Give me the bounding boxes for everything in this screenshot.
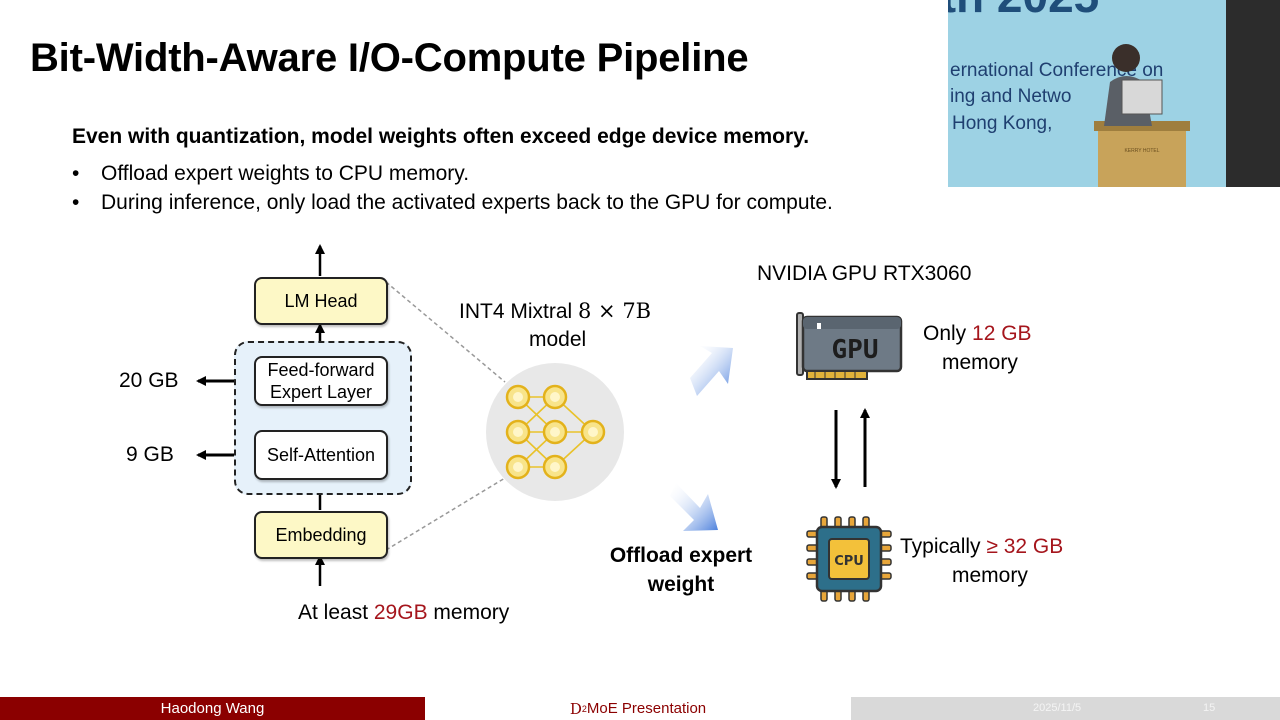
cpu-chip-label: CPU [834,554,864,569]
total-prefix: At least [298,601,374,624]
total-value: 29GB [373,601,428,624]
zoom-line [385,477,506,551]
attention-size-label: 9 GB [126,443,174,466]
offload-arrow [670,483,718,531]
embedding-block: Embedding [254,511,388,559]
bullet-item: • Offload expert weights to CPU memory. [72,162,469,186]
neural-network-icon [486,363,624,501]
offload-line2: weight [647,573,715,596]
ffn-label-line2: Expert Layer [269,382,373,402]
bullet-text: During inference, only load the activate… [101,191,833,214]
gpu-icon: GPU [796,312,903,380]
embedding-label: Embedding [275,525,367,545]
bullet-text: Offload expert weights to CPU memory. [101,162,470,185]
lm-head-label: LM Head [284,291,358,311]
footer-author: Haodong Wang [0,697,425,720]
footer-presentation-d: D [569,699,582,718]
gpu-memory-label: Only 12 GB [923,322,1032,346]
load-arrow [690,346,733,396]
lead-statement: Even with quantization, model weights of… [72,125,810,148]
footer-presentation-sup: 2 [581,703,587,714]
bullet-dot: • [72,162,80,185]
bullet-item: • During inference, only load the activat… [72,191,833,215]
footer-presentation-title: MoE Presentation [586,700,707,717]
lm-head-block: LM Head [254,277,388,325]
cpu-memory-label: Typically ≥ 32 GB [900,535,1063,559]
cpu-icon: CPU [806,516,892,602]
total-memory-label: At least 29GB memory [298,601,509,625]
bullet-dot: • [72,191,80,214]
self-attention-label: Self-Attention [266,445,376,465]
ffn-label-line1: Feed-forward [267,360,375,380]
video-banner-line2: ing and Netwo [950,86,1071,107]
model-size-math: 8 × 7B [578,299,652,323]
gpu-memory-prefix: Only [923,322,973,345]
model-name-label: INT4 Mixtral 8 × 7B [459,299,651,324]
gpu-memory-value: 12 GB [972,322,1032,345]
total-suffix: memory [427,601,510,624]
cpu-memory-value: ≥ 32 GB [986,535,1064,558]
gpu-memory-suffix: memory [942,351,1018,374]
gpu-heading: NVIDIA GPU RTX3060 [757,262,972,285]
offload-label: Offload expert weight [598,541,764,599]
cpu-memory-prefix: Typically [900,535,987,558]
footer-date: 2025/11/5 [1033,702,1082,714]
model-suffix-label: model [529,328,587,351]
offload-line1: Offload expert [609,544,753,567]
video-banner-line3: Hong Kong, [952,113,1052,134]
footer-info-bar: 2025/11/5 15 [851,697,1280,720]
ffn-size-label: 20 GB [119,369,179,392]
video-banner-line1: ernational Conference on [950,60,1163,81]
ffn-expert-block: Feed-forward Expert Layer [254,356,388,406]
speaker-video-frame: th 2025 ernational Conference on ing and… [948,0,1280,187]
zoom-line [385,281,506,383]
model-name: INT4 Mixtral [459,300,579,323]
self-attention-block: Self-Attention [254,430,388,480]
slide-title: Bit-Width-Aware I/O-Compute Pipeline [30,36,749,80]
video-banner-top: th 2025 [948,0,1099,22]
podium-text: KERRY HOTEL [1124,148,1159,154]
speaker-video-inset: th 2025 ernational Conference on ing and… [948,0,1280,187]
cpu-memory-suffix: memory [952,564,1028,587]
gpu-chip-label: GPU [832,335,879,365]
footer-page-number: 15 [1203,702,1216,714]
